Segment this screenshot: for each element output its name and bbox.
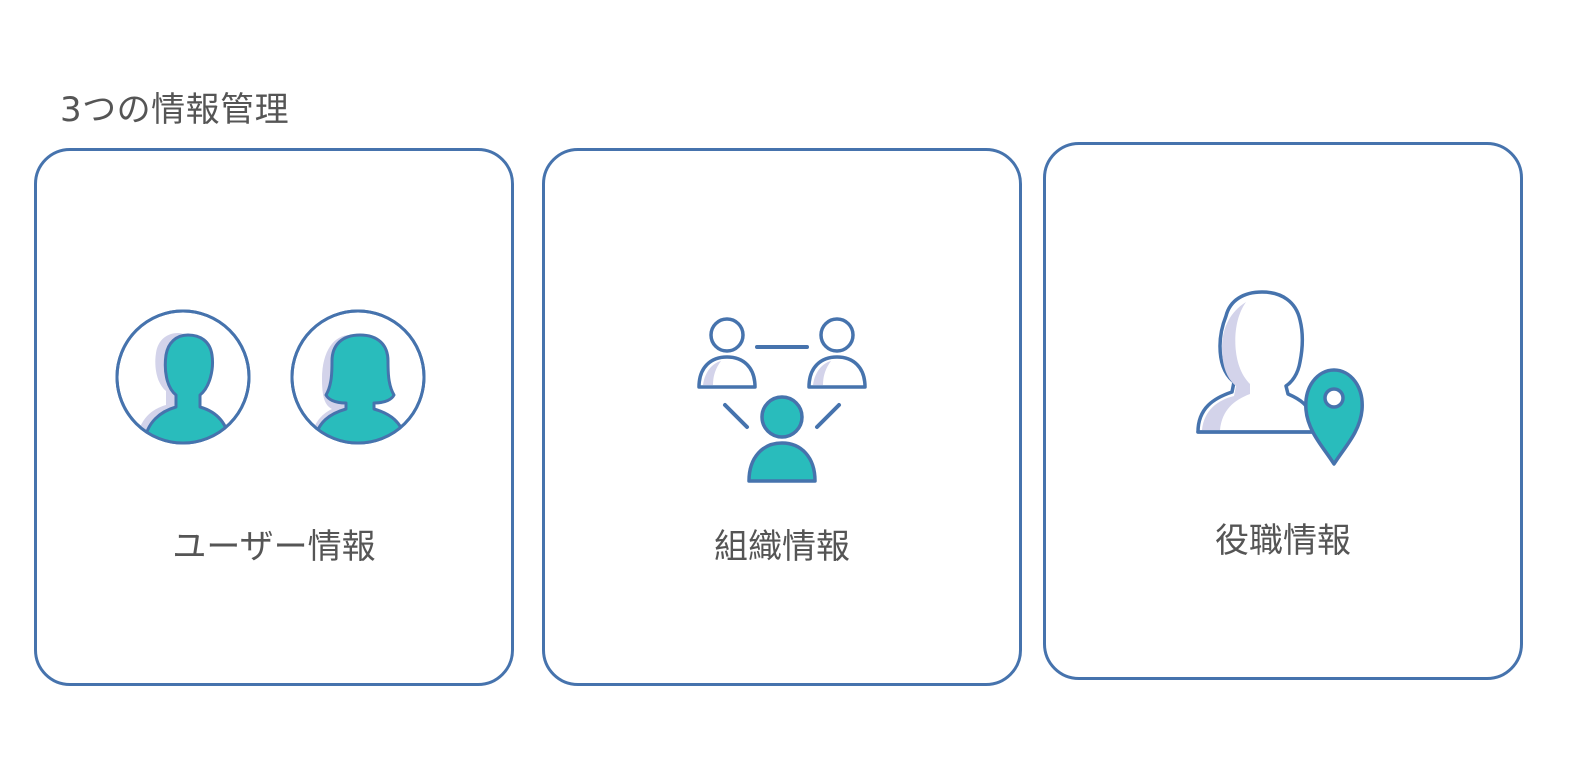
organization-network-icon [697,317,867,483]
card-label: 役職情報 [1215,521,1351,561]
card-label: 組織情報 [714,527,850,567]
section-title: 3つの情報管理 [60,90,290,130]
users-icon [115,309,426,445]
card-organization-info[interactable]: 組織情報 [542,148,1022,686]
card-user-info[interactable]: ユーザー情報 [34,148,514,686]
user-location-icon [1196,290,1364,466]
card-label: ユーザー情報 [172,527,376,567]
card-position-info[interactable]: 役職情報 [1043,142,1523,680]
